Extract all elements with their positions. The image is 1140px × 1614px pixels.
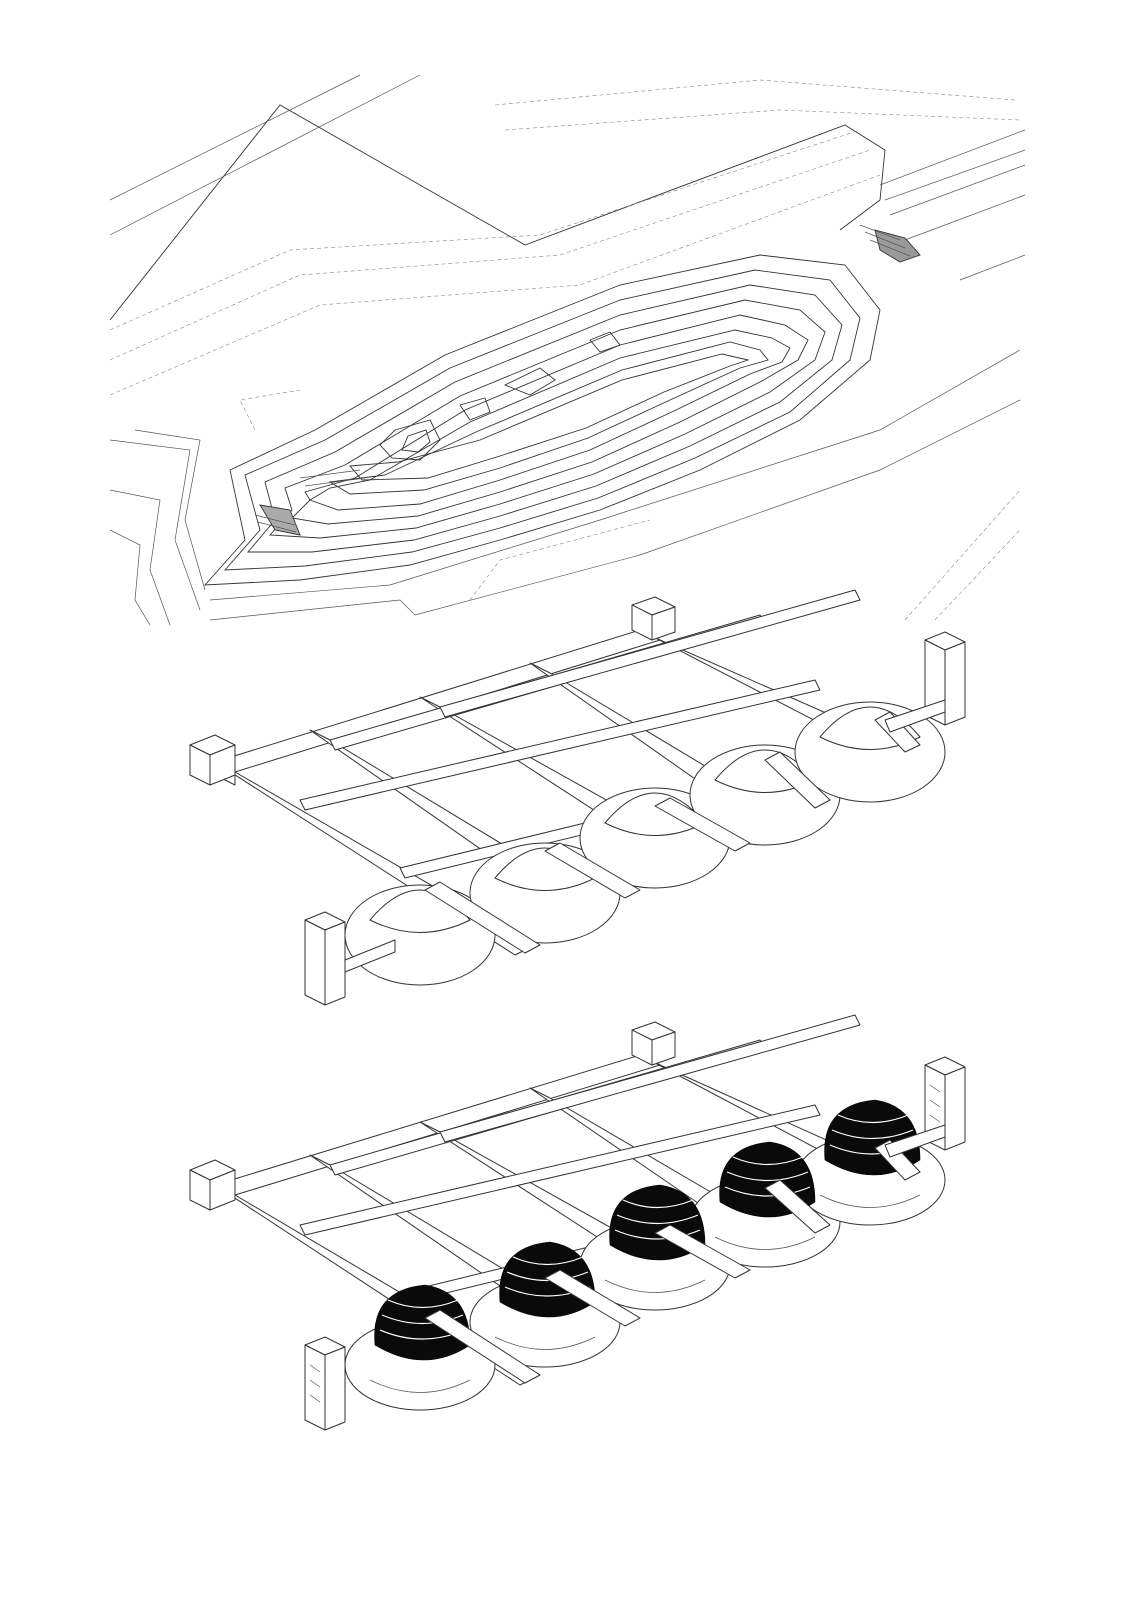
sectioned-corridor-tips: [424, 1139, 921, 1384]
terrain-hatching: [254, 224, 921, 536]
dashed-survey-lines: [109, 79, 1021, 621]
dome-row-massing: [344, 701, 946, 986]
plinth-details: [369, 1194, 921, 1393]
dome-plinths: [344, 1134, 946, 1411]
spiral-dome-interiors: [374, 1099, 921, 1361]
corridor-grid: [214, 589, 916, 956]
contour-lines: [203, 254, 881, 586]
corridor-tips: [424, 711, 921, 954]
sectioned-corridor-grid: [214, 1014, 916, 1386]
site-boundary-lines: [109, 74, 1026, 626]
stair-towers: [189, 596, 966, 1006]
topography-panel: [109, 74, 1026, 626]
sectioned-stair-towers: [189, 1021, 966, 1431]
